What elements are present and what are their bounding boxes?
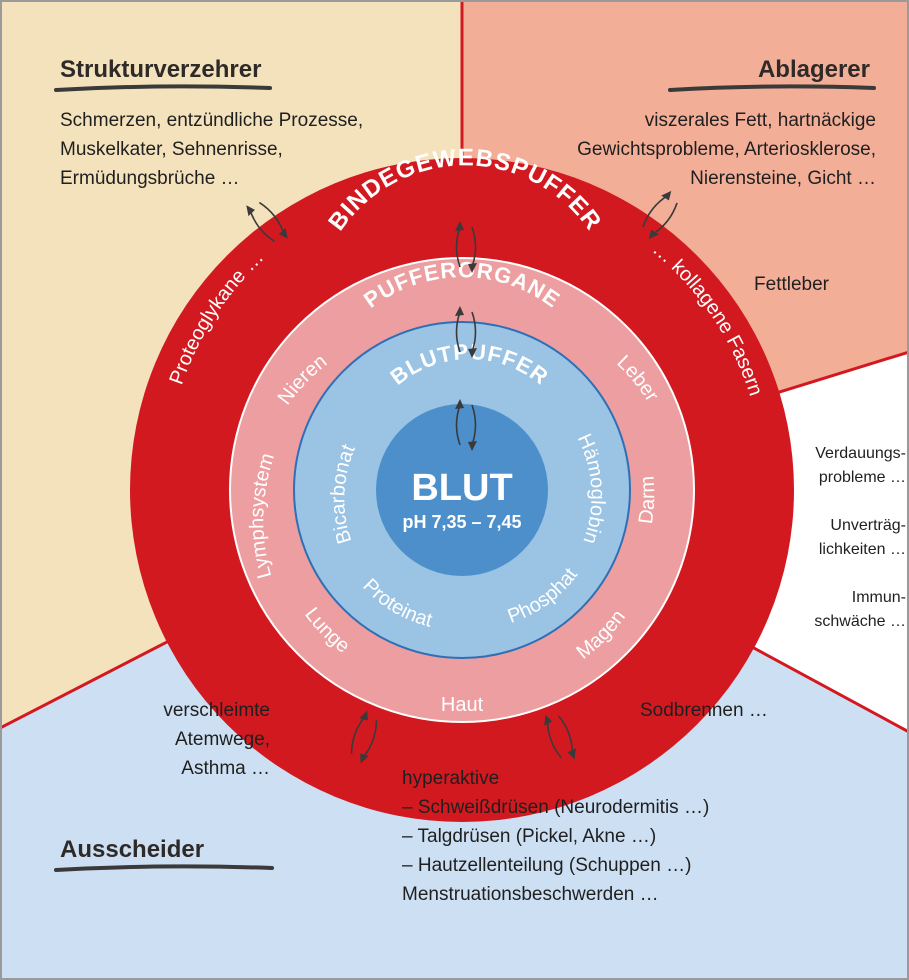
ablagerer-heading: Ablagerer: [758, 56, 870, 83]
blut-core: [376, 404, 548, 576]
strukturverzehrer-line: Schmerzen, entzündliche Prozesse,: [60, 110, 363, 131]
ausscheider-bottom-line: – Talgdrüsen (Pickel, Akne …): [402, 826, 656, 847]
strukturverzehrer-heading: Strukturverzehrer: [60, 56, 261, 83]
fettleber-text: Fettleber: [754, 274, 830, 295]
blut-ph: pH 7,35 – 7,45: [402, 512, 521, 532]
right-line: probleme …: [819, 469, 906, 486]
ablagerer-line: Gewichtsprobleme, Arteriosklerose,: [577, 139, 876, 160]
ausscheider-bottom-line: hyperaktive: [402, 768, 499, 789]
strukturverzehrer-line: Ermüdungsbrüche …: [60, 168, 240, 189]
right-line: Immun-: [852, 589, 906, 606]
exchange-arrow-icon: [642, 190, 678, 240]
exchange-arrow-icon: [455, 399, 477, 451]
organ-haut: Haut: [441, 694, 484, 716]
exchange-arrow-icon: [544, 714, 576, 760]
ablagerer-text: viszerales Fett, hartnäckige Gewichtspro…: [577, 110, 876, 189]
ausscheider-underline: [54, 864, 274, 872]
ausscheider-left-line: verschleimte: [163, 700, 270, 721]
ausscheider-left-line: Asthma …: [181, 758, 270, 779]
right-line: Unverträg-: [830, 517, 906, 534]
right-line: Verdauungs-: [815, 445, 906, 462]
exchange-arrow-icon: [455, 306, 477, 358]
ablagerer-line: viszerales Fett, hartnäckige: [645, 110, 876, 131]
organ-darm: Darm: [635, 475, 659, 525]
strukturverzehrer-underline: [54, 84, 272, 92]
exchange-arrow-icon: [455, 221, 477, 273]
ausscheider-left-text: verschleimte Atemwege, Asthma …: [163, 700, 270, 779]
strukturverzehrer-text: Schmerzen, entzündliche Prozesse, Muskel…: [60, 110, 363, 189]
exchange-arrow-icon: [246, 201, 288, 243]
right-text: Verdauungs- probleme … Unverträg- lichke…: [814, 445, 906, 630]
ablagerer-underline: [668, 84, 876, 92]
strukturverzehrer-line: Muskelkater, Sehnenrisse,: [60, 139, 283, 160]
ausscheider-bottom-line: Menstruationsbeschwerden …: [402, 884, 659, 905]
ausscheider-heading: Ausscheider: [60, 836, 204, 863]
ausscheider-bottom-line: – Hautzellenteilung (Schuppen …): [402, 855, 691, 876]
ablagerer-line: Nierensteine, Gicht …: [690, 168, 876, 189]
ausscheider-bottom-line: – Schweißdrüsen (Neurodermitis …): [402, 797, 709, 818]
right-line: schwäche …: [814, 613, 906, 630]
sodbrennen-text: Sodbrennen …: [640, 700, 768, 721]
ausscheider-left-line: Atemwege,: [175, 729, 270, 750]
ausscheider-bottom-text: hyperaktive – Schweißdrüsen (Neurodermit…: [402, 768, 709, 905]
blut-title: BLUT: [411, 467, 512, 509]
exchange-arrow-icon: [350, 710, 378, 764]
right-line: lichkeiten …: [819, 541, 906, 558]
